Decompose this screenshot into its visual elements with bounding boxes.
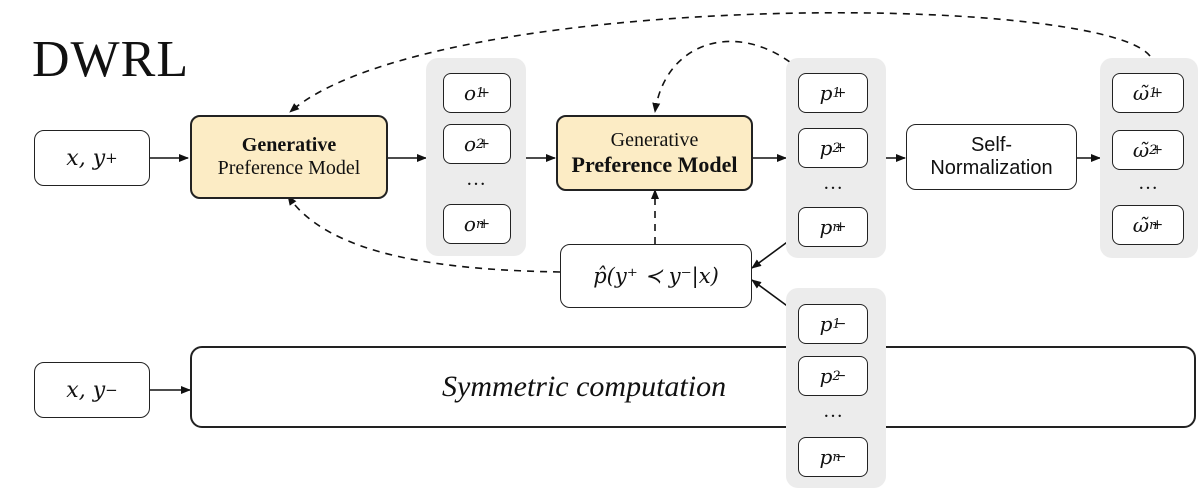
w-sup-2: + (1151, 142, 1164, 158)
o-sup-1: + (478, 85, 491, 101)
input-x: x (66, 145, 79, 171)
input-neg-sign: − (105, 381, 118, 399)
symmetric-computation-box: Symmetric computation (190, 346, 1196, 428)
estimator-expression: p̂(y⁺ ≺ y⁻|x) (593, 264, 719, 288)
p-symbol: p (819, 312, 833, 336)
generative-preference-model-2: Generative Preference Model (556, 115, 753, 191)
input-neg-y: y (92, 377, 106, 403)
arrow-probs-neg-to-estimator (751, 279, 791, 309)
normalization-line2: Normalization (930, 157, 1053, 179)
input-y: y (92, 145, 106, 171)
p-pos-sup-1: + (834, 85, 847, 101)
weight-2: ω̃2+ (1112, 130, 1184, 170)
probs-neg-ellipsis: … (823, 400, 843, 422)
p-pos-sub-2: 2 (832, 140, 841, 156)
self-normalization-box: Self- Normalization (906, 124, 1077, 190)
p-symbol: p (819, 364, 833, 388)
weight-n: ω̃n+ (1112, 205, 1184, 245)
p-neg-sup-2: − (834, 368, 847, 384)
w-sub-n: n (1149, 217, 1158, 233)
input-sep: , (78, 145, 86, 171)
weight-1: ω̃1+ (1112, 73, 1184, 113)
generative-preference-model-1: Generative Preference Model (190, 115, 388, 199)
w-sup-1: + (1151, 85, 1164, 101)
input-negative-box: x, y− (34, 362, 150, 418)
input-neg-x: x (66, 377, 79, 403)
input-neg-sep: , (78, 377, 86, 403)
p-pos-sub-1: 1 (832, 85, 841, 101)
input-sign: + (105, 149, 118, 167)
w-sup-n: + (1151, 217, 1164, 233)
o-sub-2: 2 (476, 136, 485, 152)
omega-symbol: ω̃ (1132, 138, 1150, 162)
o-sup-2: + (478, 136, 491, 152)
outputs-o-ellipsis: … (466, 168, 486, 190)
p-neg-sub-1: 1 (832, 316, 841, 332)
p-neg-sub-2: 2 (832, 368, 841, 384)
model2-line1: Generative (610, 128, 699, 151)
dashed-weights-to-model1 (289, 11, 1151, 113)
arrow-probs-pos-to-estimator (751, 239, 791, 269)
p-neg-sup-n: − (834, 449, 847, 465)
o-symbol: o (463, 212, 476, 236)
model1-line2: Preference Model (217, 157, 361, 179)
p-pos-sub-n: n (832, 219, 841, 235)
dashed-probs-to-model2 (652, 40, 801, 113)
o-symbol: o (463, 81, 477, 105)
probs-pos-ellipsis: … (823, 172, 843, 194)
p-neg-sub-n: n (832, 449, 841, 465)
o-symbol: o (463, 132, 477, 156)
w-sub-1: 1 (1149, 85, 1158, 101)
p-symbol: p (819, 215, 833, 239)
w-sub-2: 2 (1149, 142, 1158, 158)
o-sup-n: + (478, 216, 491, 232)
model2-line2: Preference Model (571, 151, 738, 177)
o-sub-n: n (475, 216, 485, 232)
p-symbol: p (819, 445, 833, 469)
normalization-line1: Self- (970, 134, 1013, 156)
omega-symbol: ω̃ (1132, 213, 1150, 237)
p-neg-sup-1: − (834, 316, 847, 332)
omega-symbol: ω̃ (1132, 81, 1150, 105)
input-positive-box: x, y+ (34, 130, 150, 186)
model1-line1: Generative (241, 134, 337, 156)
weights-ellipsis: … (1138, 172, 1158, 194)
p-symbol: p (819, 81, 833, 105)
symmetric-label: Symmetric computation (442, 370, 727, 403)
diagram-title: DWRL (32, 31, 190, 88)
o-sub-1: 1 (476, 85, 485, 101)
dashed-estimator-to-model1 (287, 195, 561, 273)
p-symbol: p (819, 136, 833, 160)
p-pos-sup-n: + (834, 219, 847, 235)
p-pos-sup-2: + (834, 140, 847, 156)
preference-estimator-box: p̂(y⁺ ≺ y⁻|x) (560, 244, 752, 308)
